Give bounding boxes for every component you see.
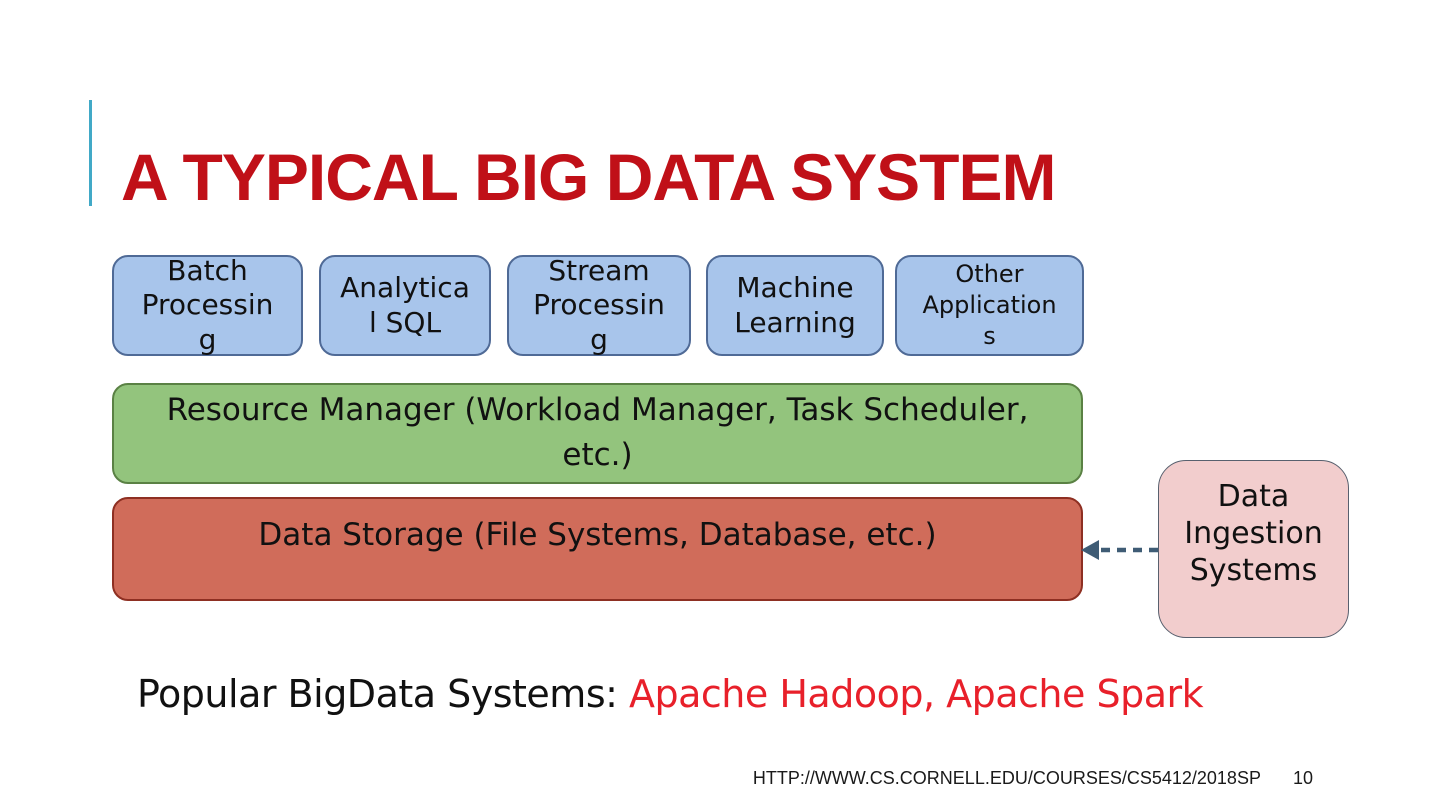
app-box-label: Batch Processin g <box>141 254 274 356</box>
slide-title: A TYPICAL BIG DATA SYSTEM <box>121 140 1056 215</box>
data-ingestion-box: Data Ingestion Systems <box>1158 460 1349 638</box>
data-ingestion-label: Data Ingestion Systems <box>1184 479 1323 588</box>
app-box-label: Stream Processin g <box>533 254 665 356</box>
app-box-other-applications: Other Application s <box>895 255 1084 356</box>
resource-manager-label: Resource Manager (Workload Manager, Task… <box>166 392 1029 473</box>
app-box-label: Analytica l SQL <box>340 271 470 339</box>
popular-systems-prefix: Popular BigData Systems: <box>137 672 630 716</box>
footer-course-url: HTTP://WWW.CS.CORNELL.EDU/COURSES/CS5412… <box>752 768 1261 788</box>
popular-systems-highlight: Apache Hadoop, Apache Spark <box>629 672 1204 716</box>
resource-manager-box: Resource Manager (Workload Manager, Task… <box>112 383 1083 484</box>
ingestion-to-storage-arrow <box>1081 540 1158 560</box>
app-box-analytical-sql: Analytica l SQL <box>319 255 491 356</box>
app-box-label: Other Application s <box>922 260 1057 350</box>
app-box-stream-processing: Stream Processin g <box>507 254 691 356</box>
data-storage-box: Data Storage (File Systems, Database, et… <box>112 497 1083 601</box>
popular-systems-caption: Popular BigData Systems: Apache Hadoop, … <box>137 672 1204 716</box>
app-box-label: Machine Learning <box>734 271 856 339</box>
slide-footer: HTTP://WWW.CS.CORNELL.EDU/COURSES/CS5412… <box>753 768 1313 789</box>
page-number: 10 <box>1292 768 1313 788</box>
data-storage-label: Data Storage (File Systems, Database, et… <box>258 517 937 553</box>
app-box-machine-learning: Machine Learning <box>706 255 884 356</box>
title-accent-bar <box>89 100 92 206</box>
app-box-batch-processing: Batch Processin g <box>112 254 303 356</box>
